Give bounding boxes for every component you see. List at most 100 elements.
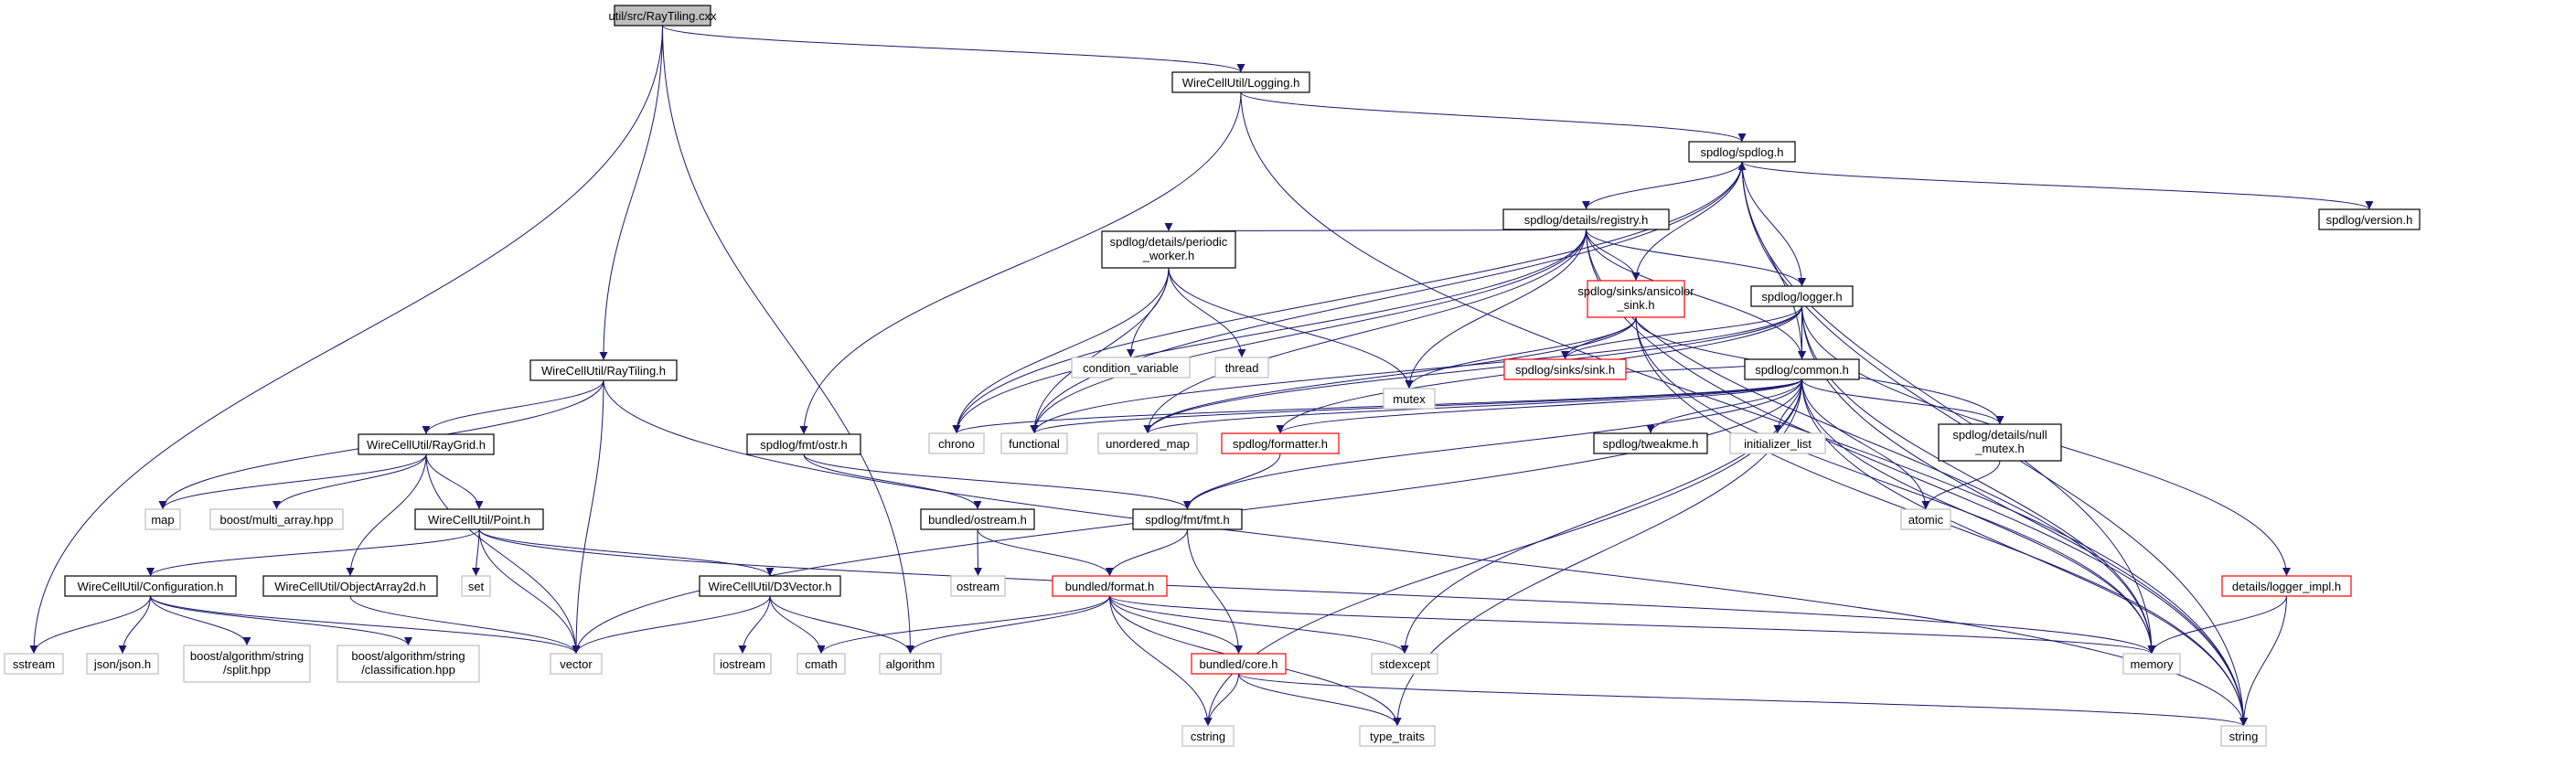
edge-root-to-algorithm [662, 25, 914, 655]
edge-logger-to-sink [1561, 305, 1802, 360]
node-label-common: spdlog/common.h [1755, 363, 1849, 377]
node-box-fmt [1132, 508, 1243, 530]
node-logging[interactable]: WireCellUtil/Logging.h [1171, 71, 1310, 93]
node-label-type_traits: type_traits [1370, 730, 1425, 743]
node-label-nullmutex-line1: spdlog/details/null [1952, 428, 2047, 442]
node-label-registry: spdlog/details/registry.h [1524, 213, 1649, 227]
edge-logger-to-functional [1030, 305, 1802, 434]
node-initlist: initializer_list [1729, 432, 1826, 454]
edge-common-to-string [1801, 378, 2248, 727]
node-label-ostream: ostream [957, 580, 999, 593]
node-label-set: set [468, 580, 485, 593]
node-d3vector[interactable]: WireCellUtil/D3Vector.h [699, 575, 841, 597]
node-periodic[interactable]: spdlog/details/periodic_worker.h [1101, 230, 1236, 269]
node-registry[interactable]: spdlog/details/registry.h [1502, 208, 1670, 230]
edge-b_format-to-cmath [817, 595, 1110, 655]
node-sink[interactable]: spdlog/sinks/sink.h [1503, 358, 1627, 380]
node-label-sink: spdlog/sinks/sink.h [1515, 363, 1615, 377]
node-box-ansicolor [1587, 280, 1685, 318]
node-box-formatter [1221, 432, 1340, 454]
node-label-ostr: spdlog/fmt/ostr.h [760, 438, 847, 452]
node-box-logger_impl [2221, 575, 2352, 597]
node-box-root [614, 5, 711, 27]
node-spdlog[interactable]: spdlog/spdlog.h [1688, 141, 1796, 163]
node-b_format[interactable]: bundled/format.h [1052, 575, 1168, 597]
node-label-b_format: bundled/format.h [1065, 580, 1155, 593]
edge-raygrid-to-multiarray [273, 453, 427, 510]
node-box-sstream [4, 653, 64, 675]
node-ostr[interactable]: spdlog/fmt/ostr.h [746, 433, 861, 455]
edge-spdlog-to-chrono [952, 161, 1743, 434]
edge-b_format-to-stdexcept [1109, 595, 1409, 655]
node-chrono: chrono [928, 432, 985, 454]
node-memory: memory [2122, 653, 2181, 675]
node-label-json: json/json.h [93, 657, 151, 671]
node-box-logging [1171, 71, 1310, 93]
node-box-mutex [1383, 388, 1436, 410]
node-logger[interactable]: spdlog/logger.h [1750, 285, 1854, 307]
edge-root-to-sstream [29, 25, 663, 655]
edge-b_format-to-algorithm [906, 595, 1110, 655]
node-box-atomic [1900, 508, 1951, 530]
node-box-multiarray [209, 508, 344, 530]
edge-config-to-classif [150, 595, 412, 646]
node-box-b_format [1052, 575, 1168, 597]
edge-root-to-raytiling [599, 25, 663, 361]
node-root[interactable]: util/src/RayTiling.cxx [609, 5, 717, 27]
node-json: json/json.h [86, 653, 159, 675]
node-version[interactable]: spdlog/version.h [2318, 208, 2421, 230]
edge-d3vector-to-cmath [769, 595, 826, 655]
node-iostream: iostream [713, 653, 772, 675]
edge-common-to-tweakme [1646, 378, 1802, 434]
node-classif: boost/algorithm/string/classification.hp… [337, 645, 480, 683]
node-ansicolor[interactable]: spdlog/sinks/ansicolor_sink.h [1577, 280, 1694, 318]
edge-ostr-to-fmt [803, 453, 1192, 510]
node-b_core[interactable]: bundled/core.h [1191, 653, 1287, 675]
node-box-common [1744, 358, 1860, 380]
node-raytiling[interactable]: WireCellUtil/RayTiling.h [529, 359, 678, 381]
edge-registry-to-unordered_map [1143, 229, 1587, 434]
node-b_ostream[interactable]: bundled/ostream.h [920, 508, 1035, 530]
node-label-raygrid: WireCellUtil/RayGrid.h [367, 438, 486, 452]
edge-registry-to-ansicolor [1586, 229, 1641, 282]
node-algorithm: algorithm [879, 653, 942, 675]
node-condvar: condition_variable [1071, 357, 1191, 378]
node-box-condvar [1071, 357, 1191, 378]
edge-config-to-json [118, 595, 151, 655]
node-map: map [144, 508, 181, 530]
edge-point-to-memory [478, 528, 2156, 655]
node-box-map [144, 508, 181, 530]
node-box-sink [1503, 358, 1627, 380]
node-box-thread [1214, 357, 1269, 378]
node-thread: thread [1214, 357, 1269, 378]
node-type_traits: type_traits [1359, 725, 1436, 747]
node-fmt[interactable]: spdlog/fmt/fmt.h [1132, 508, 1243, 530]
node-box-iostream [713, 653, 772, 675]
edge-common-to-nullmutex [1801, 378, 2004, 425]
edge-spdlog-to-version [1741, 161, 2374, 210]
node-set: set [461, 575, 491, 597]
node-label-cmath: cmath [805, 657, 837, 671]
node-objarray[interactable]: WireCellUtil/ObjectArray2d.h [262, 575, 438, 597]
edge-spdlog-to-common [1741, 161, 1806, 360]
edge-common-to-atomic [1801, 378, 1930, 510]
node-atomic: atomic [1900, 508, 1951, 530]
node-common[interactable]: spdlog/common.h [1744, 358, 1860, 380]
node-ostream: ostream [950, 575, 1006, 597]
edge-raygrid-to-point [425, 453, 484, 510]
edge-registry-to-common [1586, 229, 1806, 360]
node-vector: vector [550, 653, 603, 675]
node-nullmutex[interactable]: spdlog/details/null_mutex.h [1938, 423, 2062, 462]
node-tweakme[interactable]: spdlog/tweakme.h [1593, 432, 1708, 454]
node-logger_impl[interactable]: details/logger_impl.h [2221, 575, 2352, 597]
edge-objarray-to-vector [349, 595, 581, 655]
edge-spdlog-to-functional [1030, 161, 1743, 434]
node-label-stdexcept: stdexcept [1379, 657, 1430, 671]
edge-d3vector-to-vector [572, 595, 771, 655]
node-label-thread: thread [1225, 361, 1259, 375]
node-raygrid[interactable]: WireCellUtil/RayGrid.h [358, 433, 495, 455]
node-formatter[interactable]: spdlog/formatter.h [1221, 432, 1340, 454]
edge-common-to-unordered_map [1143, 378, 1802, 434]
node-config[interactable]: WireCellUtil/Configuration.h [64, 575, 237, 597]
node-point[interactable]: WireCellUtil/Point.h [414, 508, 544, 530]
